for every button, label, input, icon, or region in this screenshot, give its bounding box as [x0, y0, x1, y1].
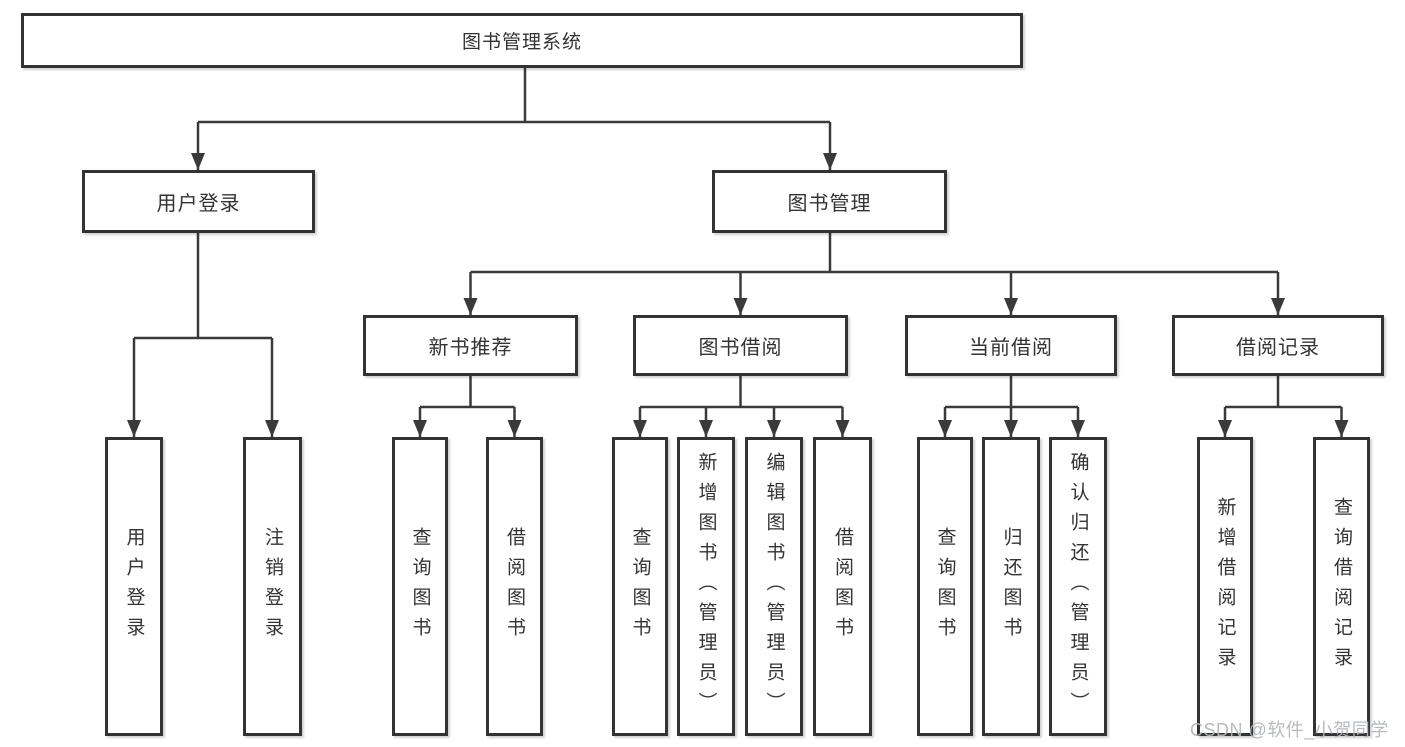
connector-new-book-rec-to-leaves: [413, 376, 522, 437]
watermark: CSDN @软件_小贺同学: [1190, 720, 1389, 740]
node-user-login: 用户登录: [82, 170, 315, 233]
node-book-mgmt: 图书管理: [712, 170, 947, 233]
connector-borrow-records-to-leaves: [1218, 376, 1349, 437]
leaf-confirm-return-admin: 确认归还（管理员）: [1049, 437, 1107, 736]
connector-current-borrow-to-leaves: [938, 376, 1085, 437]
node-root: 图书管理系统: [21, 13, 1023, 68]
node-book-borrow: 图书借阅: [633, 315, 848, 376]
node-new-book-rec: 新书推荐: [363, 315, 578, 376]
node-current-borrow: 当前借阅: [905, 315, 1117, 376]
leaf-borrow-books-rec: 借阅图书: [486, 437, 543, 736]
node-borrow-records: 借阅记录: [1172, 315, 1384, 376]
connector-root-to-level2: [191, 68, 837, 170]
leaf-query-books-current: 查询图书: [917, 437, 973, 736]
leaf-return-book: 归还图书: [982, 437, 1040, 736]
leaf-borrow-books: 借阅图书: [813, 437, 872, 736]
leaf-query-borrow-record: 查询借阅记录: [1313, 437, 1370, 736]
leaf-query-books-rec: 查询图书: [392, 437, 448, 736]
leaf-query-books-borrow: 查询图书: [612, 437, 668, 736]
connector-user-login-to-leaves: [127, 233, 279, 437]
leaf-add-book-admin: 新增图书（管理员）: [677, 437, 735, 736]
leaf-logout: 注销登录: [243, 437, 302, 736]
connector-book-mgmt-to-level3: [463, 233, 1285, 315]
connector-book-borrow-to-leaves: [633, 376, 850, 437]
leaf-edit-book-admin: 编辑图书（管理员）: [745, 437, 803, 736]
leaf-add-borrow-record: 新增借阅记录: [1197, 437, 1253, 736]
leaf-user-login: 用户登录: [105, 437, 163, 736]
